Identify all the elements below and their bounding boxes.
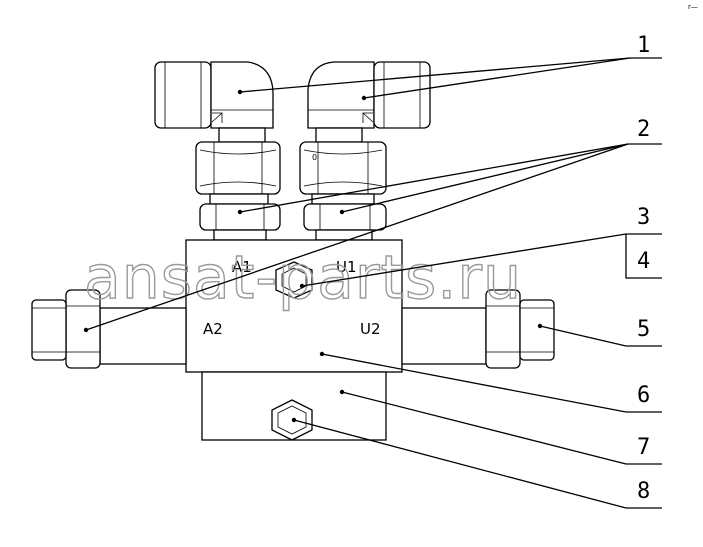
watermark: ansat-parts.ru [84, 243, 522, 313]
callout-6: 6 [637, 383, 650, 408]
corner-mark: r— [688, 3, 698, 11]
callout-5: 5 [637, 317, 650, 342]
callout-4: 4 [637, 249, 650, 274]
left-upper-hex-nut [195, 141, 281, 195]
callout-8: 8 [637, 479, 650, 504]
right-upper-hex-nut: 0 [299, 141, 387, 195]
leader-lines [83, 57, 662, 509]
left-elbow-fitting [154, 61, 274, 143]
port-label-a2: A2 [203, 320, 223, 338]
port-label-u1: U1 [336, 258, 357, 276]
port-label-a1: A1 [232, 258, 252, 276]
svg-text:0: 0 [312, 153, 317, 162]
callout-7: 7 [637, 435, 650, 460]
port-label-u2: U2 [360, 320, 381, 338]
callout-1: 1 [637, 33, 650, 58]
left-side-fitting [31, 289, 187, 369]
right-elbow-fitting [307, 61, 431, 143]
callout-3: 3 [637, 205, 650, 230]
right-side-fitting [401, 289, 555, 369]
callout-2: 2 [637, 117, 650, 142]
right-lower-hex-nut [303, 203, 387, 231]
body-hex-plug [275, 261, 313, 299]
left-lower-hex-nut [199, 203, 281, 231]
